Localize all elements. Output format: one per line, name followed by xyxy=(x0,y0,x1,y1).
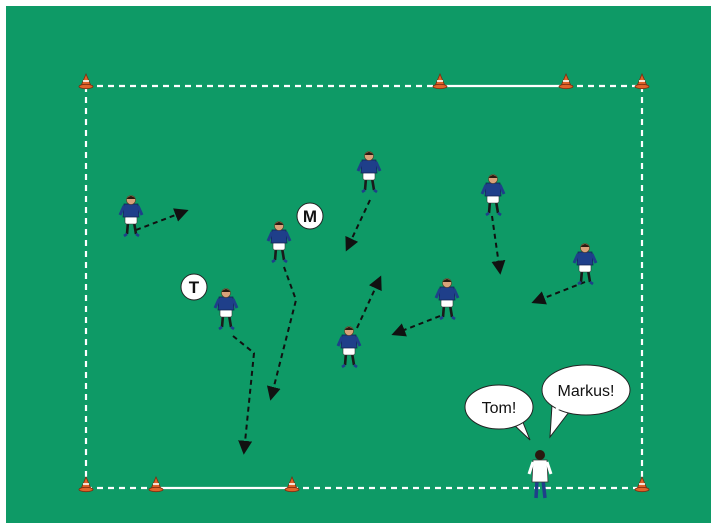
arrow xyxy=(356,275,382,329)
arrow xyxy=(531,281,586,305)
bubble-text-tom: Tom! xyxy=(482,400,517,417)
bubble-text-markus: Markus! xyxy=(558,383,615,400)
marker-m-label: M xyxy=(303,207,317,226)
marker-m: M xyxy=(296,202,324,230)
speech-bubble-tom: Tom! xyxy=(464,384,534,441)
arrow xyxy=(232,335,256,455)
pitch-background xyxy=(6,6,711,523)
arrow xyxy=(491,215,506,275)
marker-t-label: T xyxy=(189,278,200,297)
speech-bubble-markus: Markus! xyxy=(541,364,631,439)
movement-arrows xyxy=(135,199,586,455)
coach xyxy=(527,450,553,499)
arrow xyxy=(266,266,298,401)
field-boundary xyxy=(84,84,644,490)
arrow xyxy=(345,199,371,252)
marker-t: T xyxy=(180,273,208,301)
